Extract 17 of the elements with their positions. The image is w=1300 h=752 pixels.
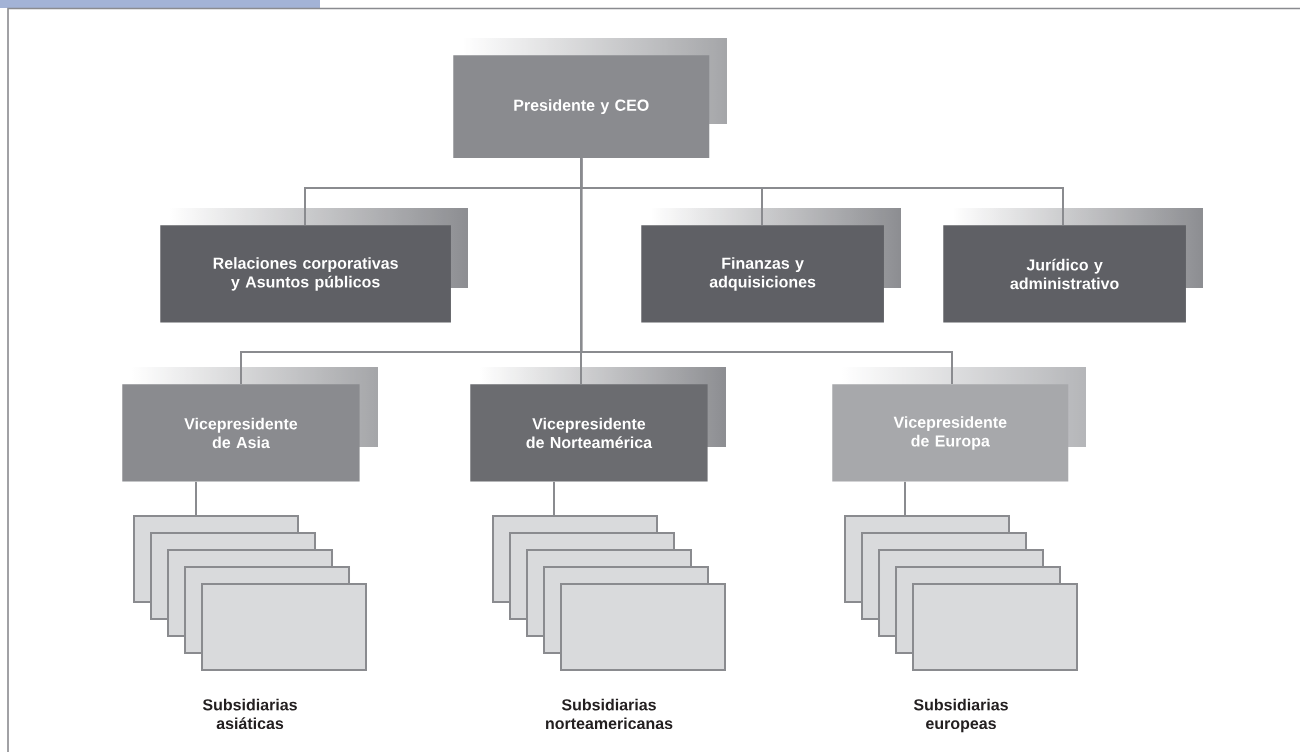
org-box: Vicepresidente de Europa: [832, 384, 1069, 482]
org-box: Vicepresidente de Asia: [122, 384, 360, 482]
org-box: Relaciones corporativas y Asuntos públicos: [160, 225, 451, 323]
connector-line: [553, 480, 555, 517]
org-box: Finanzas y adquisiciones: [641, 225, 884, 323]
node-label: Subsidiarias asiáticas: [202, 698, 297, 730]
stacked-boxes-drawing: [492, 515, 726, 671]
org-box: Presidente y CEO: [453, 55, 710, 158]
stacked-boxes-drawing: [844, 515, 1078, 671]
node-label: Subsidiarias norteamericanas: [546, 698, 673, 730]
connector-line: [580, 157, 953, 385]
stacked-boxes-drawing: [133, 515, 367, 671]
org-box: Vicepresidente de Norteamérica: [470, 384, 708, 482]
connector-line: [904, 480, 906, 517]
node-label: Subsidiarias europeas: [913, 698, 1008, 733]
org-box: Jurídico y administrativo: [943, 225, 1186, 323]
connector-line: [195, 480, 197, 517]
